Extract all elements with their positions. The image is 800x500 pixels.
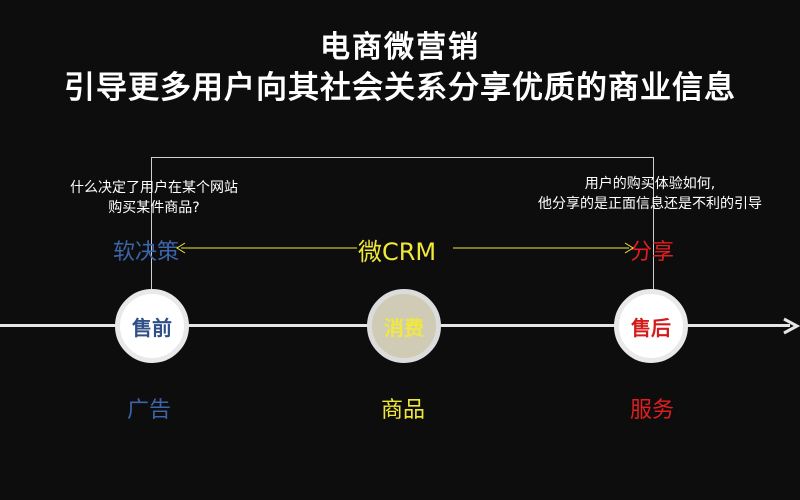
main-title: 电商微营销 bbox=[320, 30, 480, 65]
double-arrow-icon bbox=[176, 242, 634, 254]
subtitle: 引导更多用户向其社会关系分享优质的商业信息 bbox=[64, 70, 736, 106]
after-sale-node: 售后 bbox=[614, 289, 688, 363]
post-sale-question-line2: 他分享的是正面信息还是不利的引导 bbox=[538, 196, 762, 212]
post-sale-question-line1: 用户的购买体验如何, bbox=[584, 176, 716, 192]
bracket-frame bbox=[151, 157, 654, 327]
goods-label: 商品 bbox=[381, 398, 426, 423]
consumption-node: 消费 bbox=[367, 289, 441, 363]
pre-sale-node: 售前 bbox=[115, 289, 189, 363]
share-label: 分享 bbox=[630, 240, 675, 265]
advertising-label: 广告 bbox=[127, 398, 172, 423]
post-sale-question: 用户的购买体验如何, 他分享的是正面信息还是不利的引导 bbox=[500, 174, 800, 214]
soft-decision-label: 软决策 bbox=[113, 240, 180, 265]
pre-sale-question-line1: 什么决定了用户在某个网站 bbox=[70, 180, 238, 196]
pre-sale-question-line2: 购买某件商品? bbox=[108, 200, 200, 216]
service-label: 服务 bbox=[630, 398, 675, 423]
pre-sale-question: 什么决定了用户在某个网站 购买某件商品? bbox=[38, 178, 270, 218]
micro-crm-label: 微CRM bbox=[358, 238, 437, 266]
timeline-arrow-icon bbox=[783, 317, 800, 335]
